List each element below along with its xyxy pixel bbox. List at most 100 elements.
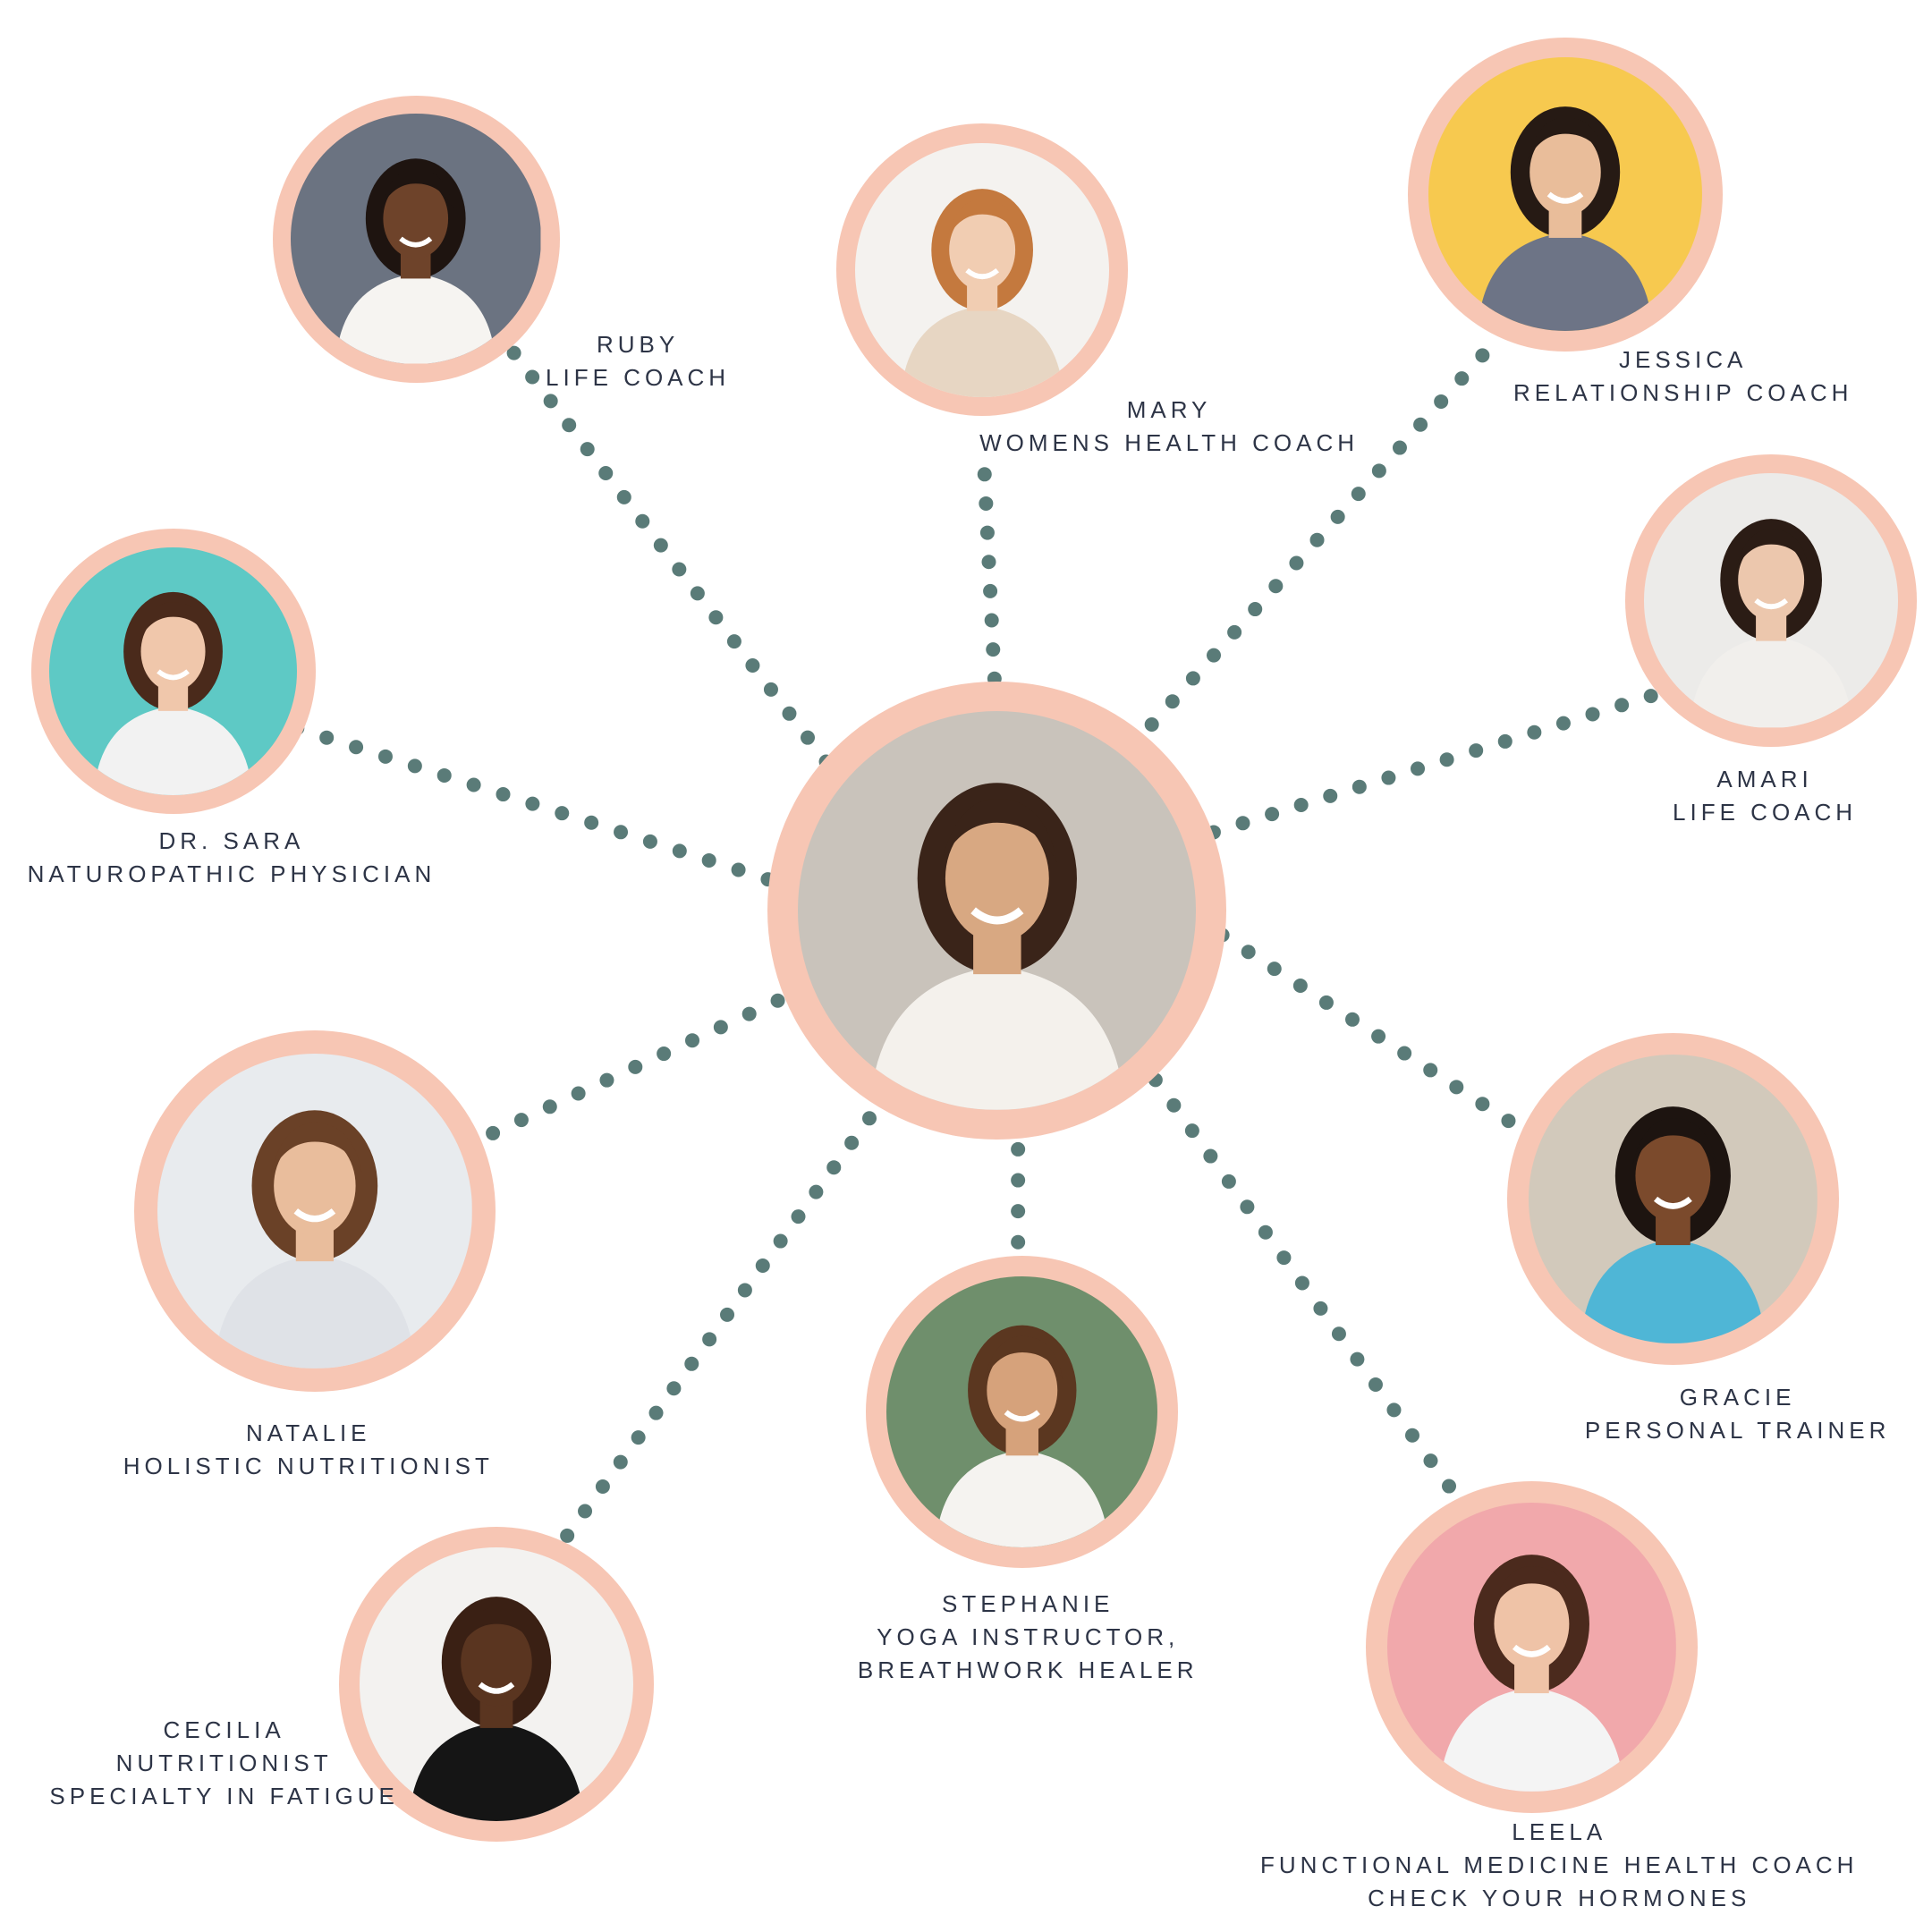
connector-dot: [1011, 1173, 1026, 1188]
connector-dot: [1371, 1029, 1386, 1044]
connector-dot: [349, 740, 364, 755]
connector-dot: [1309, 532, 1325, 547]
connector-dot: [1313, 1301, 1328, 1316]
name-stephanie: STEPHANIE: [942, 1590, 1114, 1618]
connector-dot: [1345, 1012, 1360, 1027]
connector-dot: [1527, 724, 1542, 740]
connector-dot: [782, 706, 797, 721]
connector-dot: [1011, 1141, 1026, 1157]
connector-dot: [1352, 779, 1367, 794]
connector-dot: [1323, 788, 1338, 803]
avatar-ruby: [272, 95, 560, 383]
connector-3: [1144, 348, 1490, 732]
connector-dot: [1292, 979, 1308, 994]
connector-dot: [731, 862, 746, 877]
connector-dot: [1166, 1097, 1182, 1113]
connector-dot: [1368, 1377, 1383, 1392]
connector-dot: [628, 1059, 643, 1074]
connector-dot: [1351, 487, 1366, 502]
title-leela-2: CHECK YOUR HORMONES: [1368, 1884, 1751, 1911]
portrait-icon: [854, 142, 1110, 397]
connector-dot: [1207, 648, 1222, 663]
connector-dot: [543, 394, 558, 409]
connector-dot: [635, 513, 650, 529]
connector-dot: [1248, 602, 1263, 617]
connector-dot: [983, 583, 998, 598]
connector-dot: [648, 1405, 664, 1420]
connector-dot: [599, 1072, 614, 1088]
connector-dot: [741, 1006, 757, 1021]
connector-dot: [642, 834, 657, 849]
avatar-leela: [1366, 1481, 1699, 1814]
connector-2: [977, 467, 1002, 686]
portrait-icon: [797, 710, 1197, 1110]
connector-dot: [979, 496, 994, 511]
connector-dot: [1386, 1402, 1402, 1418]
connector-dot: [1397, 1046, 1412, 1061]
portrait-icon: [1643, 473, 1899, 728]
connector-dot: [1475, 1097, 1490, 1112]
title-cecilia-2: SPECIALTY IN FATIGUE: [49, 1783, 399, 1810]
connector-dot: [1293, 798, 1309, 812]
connector-dot: [1267, 962, 1282, 977]
connector-dot: [1240, 1199, 1255, 1215]
avatar-amari: [1624, 454, 1918, 747]
connector-dot: [1268, 579, 1284, 594]
connector-dot: [672, 843, 687, 859]
connector-dot: [595, 1479, 610, 1495]
photo-dr-sara: [49, 547, 298, 795]
connector-dot: [407, 758, 422, 774]
connector-dot: [1294, 1275, 1309, 1291]
connector-dot: [977, 467, 992, 482]
avatar-dr-sara: [30, 529, 317, 814]
name-ruby: RUBY: [596, 330, 680, 358]
connector-dot: [571, 1086, 586, 1101]
photo-gracie: [1529, 1054, 1818, 1343]
connector-dot: [984, 613, 999, 628]
title-jessica: RELATIONSHIP COACH: [1513, 378, 1853, 406]
connector-dot: [1585, 707, 1600, 722]
connector-dot: [562, 418, 577, 433]
connector-dot: [319, 730, 335, 745]
title-cecilia-1: NUTRITIONIST: [115, 1750, 333, 1777]
connector-dot: [506, 345, 521, 360]
connector-dot: [525, 796, 540, 811]
connector-dot: [981, 555, 996, 570]
portrait-icon: [1428, 57, 1703, 332]
connector-dot: [1497, 733, 1513, 749]
connector-dot: [1434, 394, 1449, 409]
connector-dot: [598, 466, 614, 481]
connector-dot: [1203, 1148, 1218, 1164]
title-dr-sara: NATUROPATHIC PHYSICIAN: [27, 860, 436, 888]
connector-dot: [745, 658, 760, 674]
connector-5: [290, 721, 775, 887]
avatar-stephanie: [865, 1256, 1178, 1568]
title-mary: WOMENS HEALTH COACH: [979, 429, 1359, 457]
connector-dot: [513, 1113, 529, 1128]
connector-dot: [578, 1504, 593, 1519]
portrait-icon: [1387, 1503, 1677, 1792]
avatar-mary: [835, 123, 1129, 417]
name-amari: AMARI: [1716, 765, 1813, 792]
center-avatar: [767, 681, 1226, 1140]
connector-dot: [763, 682, 778, 697]
connector-dot: [1371, 463, 1386, 479]
connector-dot: [496, 787, 511, 802]
connector-dot: [1439, 752, 1454, 767]
connector-dot: [1449, 1080, 1464, 1095]
connector-dot: [791, 1209, 806, 1224]
connector-dot: [486, 1125, 501, 1140]
connector-1: [506, 345, 834, 769]
title-stephanie-1: YOGA INSTRUCTOR,: [877, 1623, 1180, 1651]
connector-dot: [708, 610, 724, 625]
title-ruby: LIFE COACH: [546, 363, 731, 391]
portrait-icon: [1529, 1054, 1818, 1343]
connector-dot: [1454, 371, 1470, 386]
